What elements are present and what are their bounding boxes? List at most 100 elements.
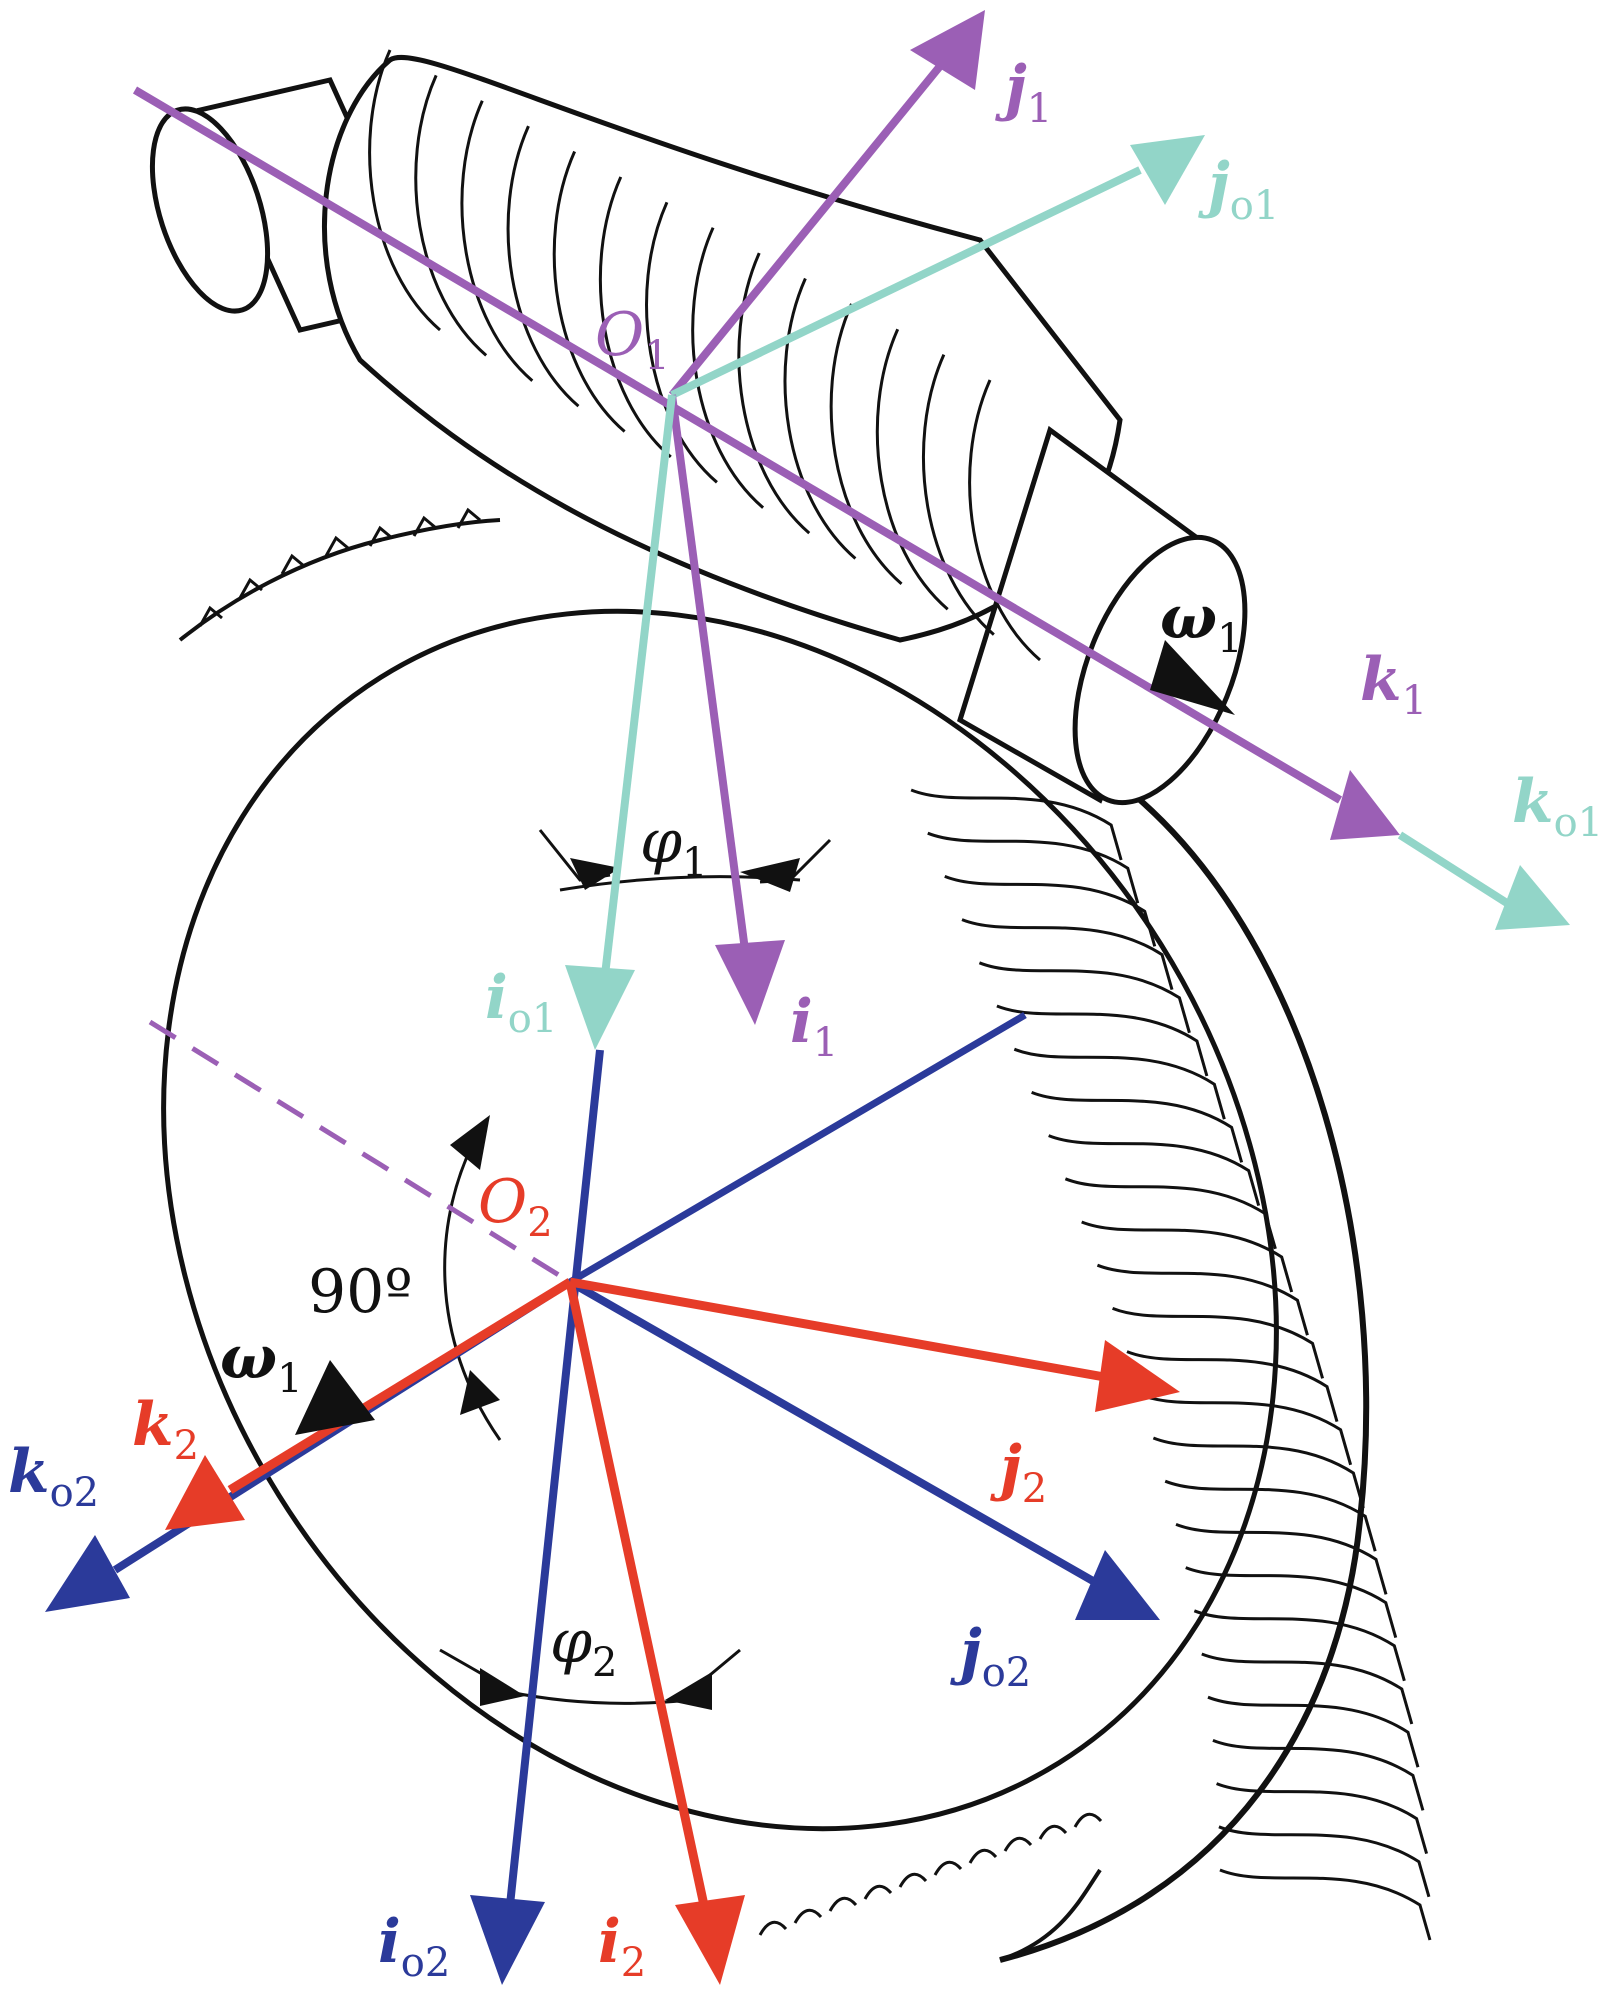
label-i2: i2 (598, 1907, 646, 1986)
wheel-tooth (1064, 1177, 1277, 1250)
jo2-axis-line (568, 1278, 1102, 1589)
wheel-bottom-tooth (863, 1884, 893, 1900)
io2-arrowhead (470, 1895, 545, 1985)
phi2-head-left (480, 1668, 525, 1706)
wheel-tooth (1207, 1695, 1420, 1768)
label-j1: j1 (995, 53, 1052, 132)
k1-axis-line (132, 86, 1343, 804)
wheel-axis-k2 (165, 1278, 573, 1530)
i2-arrowhead (675, 1895, 745, 1985)
label-k1: k1 (1360, 645, 1427, 724)
wheel-back-rim (999, 797, 1370, 1963)
j2-arrowhead (1095, 1340, 1180, 1412)
wheel-tooth (1013, 1047, 1226, 1120)
label-O1: O1 (595, 300, 670, 379)
worm-wheel (161, 507, 1432, 1963)
wheel-bottom-tooth (758, 1920, 788, 1936)
label-angle90: 90º (308, 1257, 413, 1327)
phi2-head-right (665, 1672, 712, 1710)
worm-axis-k1 (132, 86, 1400, 840)
worm-thread (460, 100, 534, 382)
ko2-arrowhead (45, 1535, 130, 1612)
label-omega1-top: ω1 (1160, 583, 1243, 662)
wheel-bottom-tooth (793, 1908, 823, 1924)
worm-thread (737, 252, 811, 535)
wheel-tooth (910, 788, 1123, 861)
wheel-top-teeth (178, 518, 501, 642)
wheel-tooth (1140, 1393, 1353, 1466)
worm-axis-jo1 (670, 135, 1205, 399)
wheel-tooth (1096, 1263, 1309, 1336)
worm-right-journal (957, 425, 1204, 804)
worm-axis-io1 (565, 394, 676, 1050)
worm-threaded-body (322, 54, 1123, 643)
wheel-bottom-tooth (1003, 1836, 1033, 1852)
wheel-bottom-tooth (968, 1848, 998, 1864)
wheel-tooth (978, 961, 1191, 1034)
wheel-tooth (1031, 1091, 1244, 1163)
worm-thread (921, 354, 995, 636)
omega1-top-arrowhead (1150, 640, 1235, 715)
wheel-helical-teeth (910, 788, 1432, 1941)
wheel-axis-jo2 (568, 1278, 1160, 1620)
wheel-tooth (1175, 1523, 1388, 1595)
wheel-bottom-tooth (898, 1872, 928, 1888)
ko1-arrowhead (1495, 865, 1570, 930)
worm-thread (829, 303, 903, 585)
label-ko2: ko2 (8, 1437, 99, 1516)
wheel-front-face (161, 608, 1279, 1832)
label-jo1: jo1 (1198, 150, 1279, 229)
io2-axis-line (506, 1049, 604, 1906)
label-omega1-bottom: ω1 (220, 1323, 303, 1402)
wheel-inner-rim (999, 1868, 1102, 1962)
j1-axis-line (668, 57, 949, 398)
worm-axis-j1 (668, 10, 985, 398)
wheel-radial-line-upper (568, 1011, 1027, 1286)
angle-arrowheads (450, 858, 800, 1710)
wheel-tooth (1164, 1479, 1377, 1552)
wheel-bottom-tooth (933, 1860, 963, 1876)
label-O2: O2 (478, 1167, 553, 1246)
phi1-head-left (570, 858, 620, 890)
wheel-bottom-teeth (758, 1812, 1103, 1936)
wheel-tooth (1126, 1350, 1339, 1423)
worm-thread (875, 328, 949, 611)
worm-thread (598, 176, 672, 459)
wheel-bottom-tooth (828, 1896, 858, 1912)
label-io2: io2 (378, 1907, 450, 1986)
wheel-axis-dashed (148, 1019, 572, 1285)
jo1-axis-line (670, 166, 1142, 399)
wheel-tooth (961, 918, 1174, 991)
wheel-tooth (1218, 1825, 1431, 1898)
label-j2: j2 (990, 1433, 1047, 1512)
wheel-tooth (1048, 1134, 1261, 1207)
label-ko1: ko1 (1512, 767, 1603, 846)
wheel-bottom-tooth (1038, 1824, 1068, 1840)
io1-arrowhead (565, 965, 635, 1050)
worm-thread (368, 49, 441, 332)
worm-thread-lines (368, 49, 1041, 662)
label-phi1: φ1 (640, 807, 707, 886)
phi1-head-right (740, 858, 800, 892)
worm-thread (414, 74, 488, 357)
wheel-tooth (1216, 1782, 1429, 1855)
wheel-tooth (1081, 1220, 1294, 1293)
k2-axis-line (227, 1278, 573, 1494)
wheel-axis-i2 (565, 1281, 745, 1985)
worm-axis-i1 (668, 394, 785, 1025)
label-jo2: jo2 (950, 1617, 1031, 1696)
j2-axis-line (569, 1277, 1111, 1383)
wheel-top-tooth-notches (198, 507, 481, 627)
jo1-arrowhead (1130, 135, 1205, 205)
label-i1: i1 (790, 987, 838, 1066)
ko1-axis-line (1397, 831, 1513, 909)
angle90-head-top (450, 1115, 490, 1170)
wheel-tooth (1212, 1739, 1425, 1811)
wheel-tooth (927, 831, 1140, 904)
i1-axis-line (668, 394, 749, 951)
jo2-arrowhead (1075, 1550, 1160, 1620)
omega1-bottom-arrowhead (295, 1360, 375, 1435)
io1-axis-line (601, 394, 676, 976)
